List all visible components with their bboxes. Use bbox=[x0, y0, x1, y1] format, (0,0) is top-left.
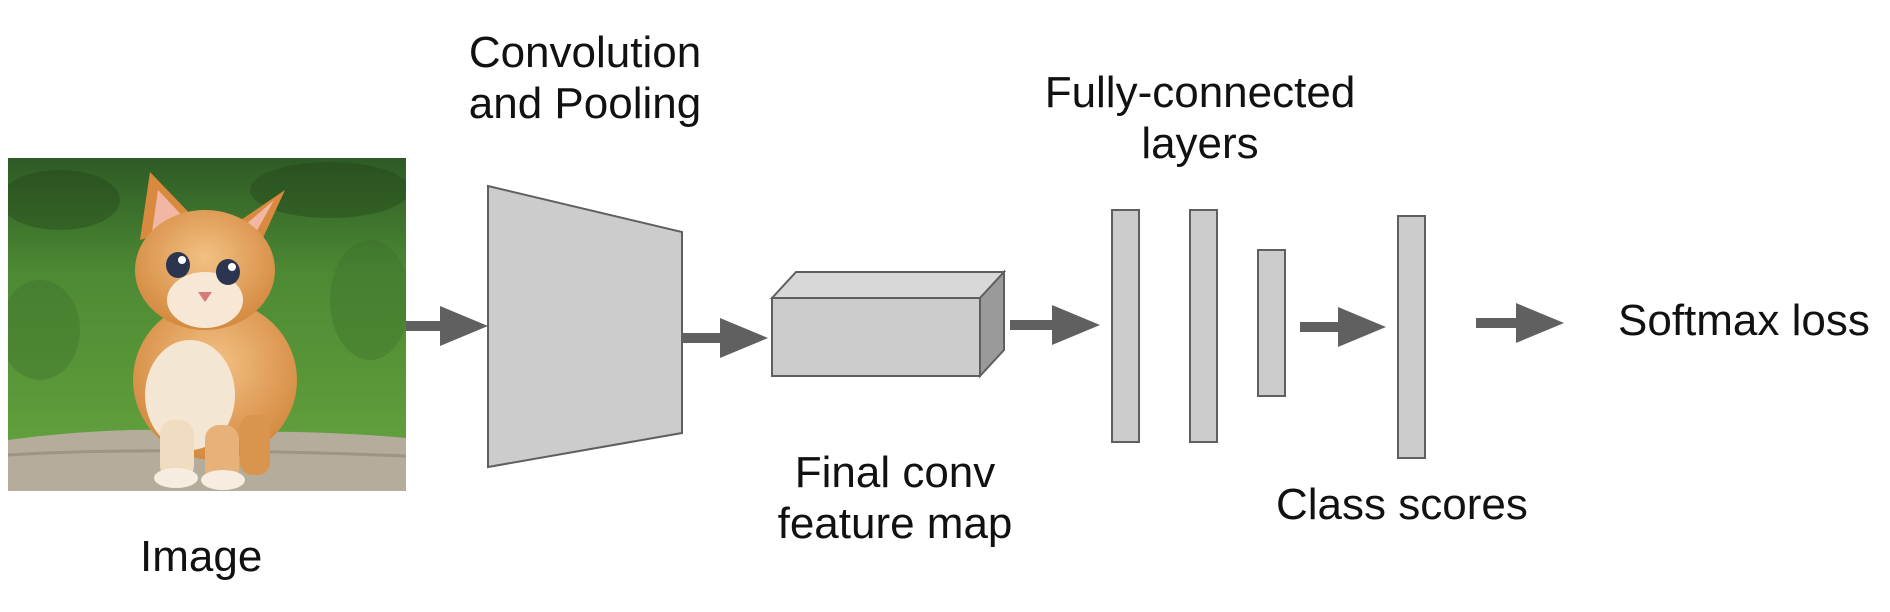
fully-connected-label: Fully-connected layers bbox=[1010, 68, 1390, 169]
kitten-photo bbox=[8, 158, 406, 491]
fc-layer-bar-3 bbox=[1257, 249, 1286, 397]
arrow-feature-map-to-fc bbox=[1010, 305, 1100, 345]
arrow-image-to-conv bbox=[406, 306, 488, 346]
final-conv-label-line2: feature map bbox=[777, 498, 1013, 548]
fully-connected-label-line2: layers bbox=[1141, 118, 1259, 168]
class-scores-bar bbox=[1397, 215, 1426, 459]
class-scores-label: Class scores bbox=[1276, 480, 1528, 529]
softmax-loss-label: Softmax loss bbox=[1618, 296, 1870, 345]
fully-connected-label-line1: Fully-connected bbox=[1044, 68, 1356, 117]
image-label: Image bbox=[140, 532, 263, 581]
conv-pooling-label-line1: Convolution bbox=[468, 28, 702, 77]
final-conv-label: Final conv feature map bbox=[745, 448, 1045, 549]
arrow-fc-to-class-scores bbox=[1300, 307, 1386, 347]
conv-pooling-block bbox=[487, 184, 683, 469]
conv-pooling-label-line2: and Pooling bbox=[468, 78, 702, 128]
fc-layer-bar-2 bbox=[1189, 209, 1218, 443]
final-conv-label-line1: Final conv bbox=[794, 448, 996, 497]
conv-pooling-label: Convolution and Pooling bbox=[440, 28, 730, 129]
arrow-class-scores-to-softmax bbox=[1476, 303, 1564, 343]
fc-layer-bar-1 bbox=[1111, 209, 1140, 443]
arrow-conv-to-feature-map bbox=[682, 318, 768, 358]
feature-map-block bbox=[769, 269, 1007, 379]
